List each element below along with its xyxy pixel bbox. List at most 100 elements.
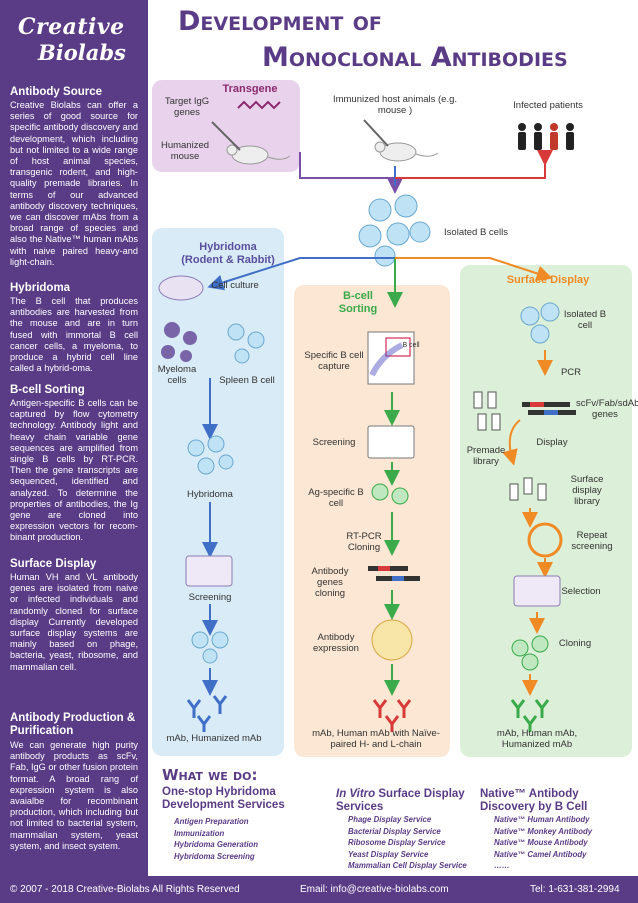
surface-library-label: Surface display library <box>570 474 604 507</box>
service-heading-surface: In Vitro Surface Display Services <box>336 788 476 814</box>
surface-title: Surface Display <box>506 274 590 286</box>
expression-label: Antibody expression <box>313 632 359 654</box>
service-list-surface: Phage Display Service Bacterial Display … <box>348 814 467 872</box>
service-item: Native™ Mouse Antibody <box>494 838 588 847</box>
arrow-to-surface <box>395 257 553 282</box>
service-item: Native™ Human Antibody <box>494 815 590 824</box>
arrow-to-hybridoma <box>207 257 395 291</box>
hybridoma-panel <box>152 228 284 756</box>
screening-plate-icon <box>185 555 233 587</box>
sidebar-text-source: Creative Biolabs can offer a series of g… <box>10 100 138 267</box>
dna-icon <box>237 100 281 110</box>
expression-cell-icon <box>371 619 413 661</box>
petri-dish-icon <box>158 275 204 301</box>
logo-line1: Creative <box>18 14 125 40</box>
workflow-diagram <box>158 100 576 732</box>
infected-label: Infected patients <box>513 100 583 111</box>
service-item: Mammalian Cell Display Service <box>348 861 467 870</box>
cloning-label: Cloning <box>558 638 592 649</box>
bcell-result-label: mAb, Human mAb with Naïve-paired H- and … <box>312 728 440 750</box>
repeat-cycle-icon <box>527 522 563 558</box>
surface-result-label: mAb, Human mAb, Humanized mAb <box>496 728 578 750</box>
antibody-icons <box>186 695 228 732</box>
service-item: Ribosome Display Service <box>348 838 446 847</box>
premade-label: Premade library <box>466 445 506 467</box>
service-item: Hybridoma Generation <box>174 840 259 849</box>
transgene-title: Transgene <box>222 83 278 95</box>
bcell-screening-label: Screening <box>312 437 356 448</box>
hybridoma-result-label: mAb, Humanized mAb <box>166 733 262 744</box>
sidebar-heading-surface: Surface Display <box>10 558 97 570</box>
antibody-icons <box>510 699 550 732</box>
sidebar-text-surface: Human VH and VL antibody genes are isola… <box>10 572 138 672</box>
sidebar-heading-source: Antibody Source <box>10 86 103 98</box>
antibody-icons <box>372 699 412 732</box>
scfv-genes-label: scFv/Fab/sdAb genes <box>576 398 638 420</box>
service-item: Native™ Camel Antibody <box>494 849 587 859</box>
scatter-cloud <box>369 342 404 377</box>
gate-label: B cell <box>402 342 420 349</box>
sidebar-heading-bcell: B-cell Sorting <box>10 384 85 396</box>
service-item: Antigen Preparation <box>174 817 249 826</box>
rtpcr-label: RT-PCR Cloning <box>346 531 382 553</box>
display-label: Display <box>536 437 568 448</box>
humanized-mouse-label: Humanized mouse <box>160 140 210 162</box>
service-item: Phage Display Service <box>348 815 432 824</box>
scfv-gene-bars <box>522 402 576 415</box>
footer-email[interactable]: Email: info@creative-biolabs.com <box>300 884 449 895</box>
bcell-title: B-cell Sorting <box>338 290 378 315</box>
target-genes-label: Target IgG genes <box>164 96 210 118</box>
footer: © 2007 - 2018 Creative-Biolabs All Right… <box>0 876 638 903</box>
selection-label: Selection <box>561 586 601 597</box>
hybridoma-selected-cells <box>191 631 229 664</box>
surface-panel <box>460 265 632 757</box>
selection-plate-icon <box>513 575 561 607</box>
cell-culture-label: Cell culture <box>211 280 259 291</box>
service-heading-surface-rest: Surface Display Services <box>336 788 465 813</box>
b-cell-cluster <box>358 194 431 267</box>
footer-copyright: © 2007 - 2018 Creative-Biolabs All Right… <box>10 884 240 895</box>
myeloma-cells <box>161 322 197 362</box>
footer-tel[interactable]: Tel: 1-631-381-2994 <box>530 884 620 895</box>
gate-box <box>385 337 411 357</box>
service-heading-native: Native™ Antibody Discovery by B Cell <box>480 788 588 813</box>
immunized-label: Immunized host animals (e.g. mouse ) <box>332 94 458 116</box>
cloning-colonies-icon <box>511 635 549 671</box>
isolated-b-cells <box>520 302 560 344</box>
page-title-line1: Development of <box>178 6 382 37</box>
service-item: Hybridoma Screening <box>174 851 255 861</box>
syringe-icon <box>363 119 389 147</box>
service-heading-surface-italic: In Vitro <box>336 788 376 800</box>
logo: Creative Biolabs <box>0 0 148 78</box>
genes-cloning-label: Antibody genes cloning <box>311 566 349 599</box>
service-item: Yeast Display Service <box>348 849 429 859</box>
screening-plate-icon <box>367 425 415 459</box>
gene-segments <box>368 566 420 581</box>
service-item: …… <box>494 861 510 870</box>
service-list-native: Native™ Human Antibody Native™ Monkey An… <box>494 814 592 872</box>
sidebar-text-bcell: Antigen-specific B cells can be captured… <box>10 398 138 543</box>
sidebar-heading-production: Antibody Production & Purification <box>10 712 136 737</box>
surface-library-icon <box>509 477 547 501</box>
myeloma-label: Myeloma cells <box>157 364 197 386</box>
service-item: Native™ Monkey Antibody <box>494 826 593 836</box>
mouse-icon <box>226 144 291 165</box>
transgene-panel <box>152 80 300 172</box>
service-item: Bacterial Display Service <box>348 826 441 836</box>
spleen-b-cells <box>227 323 265 364</box>
what-we-do-heading: What we do: <box>162 766 258 784</box>
spleen-label: Spleen B cell <box>219 375 275 386</box>
sidebar: Antibody Source Creative Biolabs can off… <box>0 78 148 876</box>
flow-cytometry-plot <box>367 331 415 385</box>
sidebar-text-hybridoma: The B cell that produces antibodies are … <box>10 296 138 374</box>
service-heading-hybridoma: One-stop Hybridoma Development Services <box>162 786 285 811</box>
syringe-icon <box>211 121 241 151</box>
sidebar-text-production: We can generate high purity antibody pro… <box>10 740 138 851</box>
isolated-b-label: Isolated B cells <box>444 227 508 238</box>
repeat-label: Repeat screening <box>571 530 613 552</box>
arrow-display <box>502 419 521 466</box>
agspecific-label: Ag-specific B cell <box>308 487 364 509</box>
pcr-label: PCR <box>560 367 582 378</box>
patients-icon <box>518 123 574 150</box>
hybridoma-title: Hybridoma (Rodent & Rabbit) <box>181 241 275 266</box>
